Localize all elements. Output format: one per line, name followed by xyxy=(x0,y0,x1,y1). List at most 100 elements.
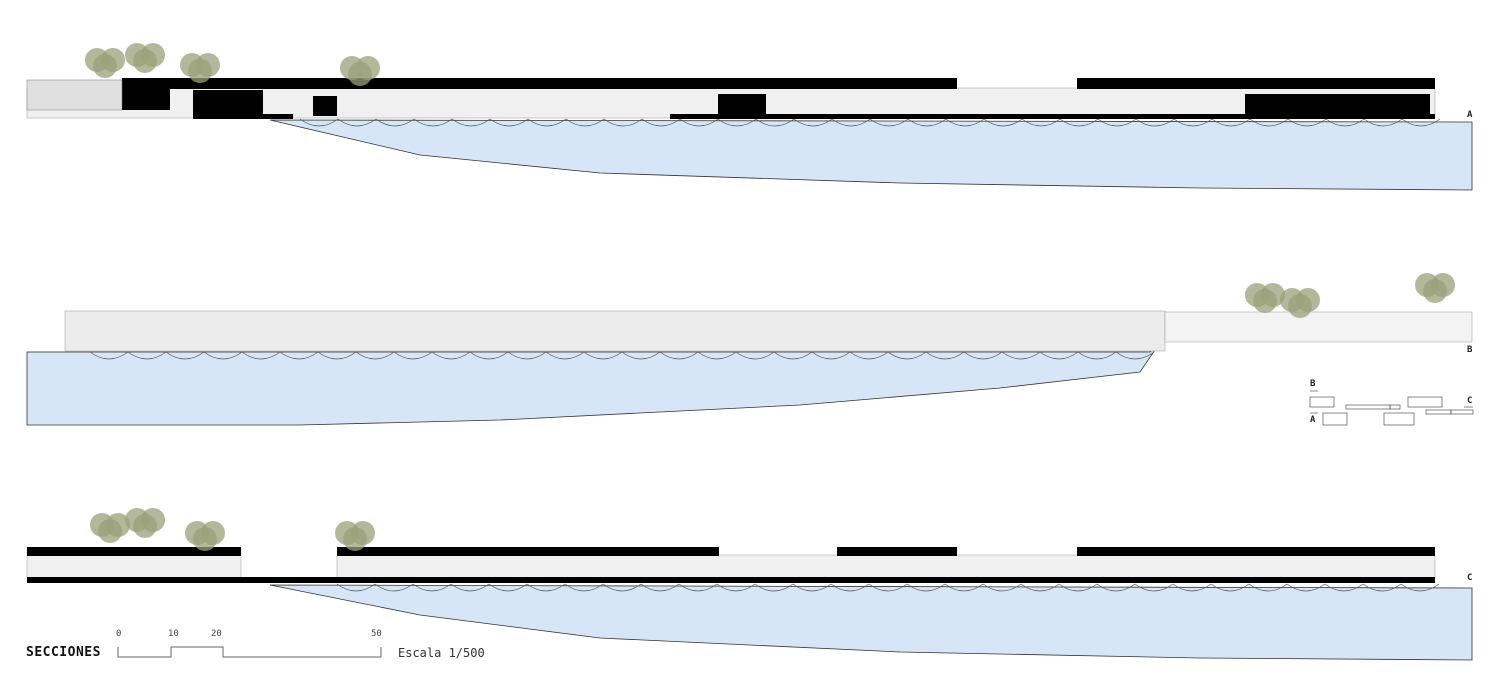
pontoon-arc xyxy=(1115,351,1155,360)
tree-icon xyxy=(1431,273,1455,297)
drawing-title: SECCIONES xyxy=(26,645,101,660)
pontoon-arc xyxy=(735,351,775,360)
pontoon-arc xyxy=(545,351,585,360)
pontoon-arc xyxy=(887,351,927,360)
trees xyxy=(85,43,1455,551)
pontoon-arc xyxy=(811,351,851,360)
tree-icon xyxy=(141,43,165,67)
tree-icon xyxy=(106,513,130,537)
key-plan-label-a: A xyxy=(1310,415,1316,425)
pontoon-arc xyxy=(869,118,909,127)
pontoon-arc xyxy=(527,118,567,127)
key-plan-label-c: C xyxy=(1467,396,1473,406)
pontoon-arc xyxy=(641,118,681,127)
pontoon-arc xyxy=(1134,583,1174,592)
pontoon-arc xyxy=(659,351,699,360)
pontoon-arc xyxy=(393,351,433,360)
pontoon-arc xyxy=(603,118,643,127)
roof-c2 xyxy=(337,547,719,556)
tree-icon xyxy=(1261,283,1285,307)
pontoon-arc xyxy=(1135,118,1175,127)
roof-c4 xyxy=(1077,547,1435,556)
pontoon-arc xyxy=(963,351,1003,360)
pontoon-arc xyxy=(944,583,984,592)
scale-bar xyxy=(117,646,382,658)
terrain-b xyxy=(1164,311,1473,343)
pontoon-arc xyxy=(1058,583,1098,592)
pontoon-arc xyxy=(1249,118,1289,127)
pontoon-arc xyxy=(1096,583,1136,592)
scale-tick-50: 50 xyxy=(371,629,382,639)
pontoon-arc xyxy=(1001,351,1041,360)
pontoon-arc xyxy=(89,351,129,360)
block-a3 xyxy=(313,96,337,116)
pontoon-arc xyxy=(945,118,985,127)
pontoon-arc xyxy=(241,351,281,360)
key-plan-label-b: B xyxy=(1310,379,1316,389)
pontoon-arc xyxy=(488,583,528,592)
pontoon-arc xyxy=(279,351,319,360)
facade-c xyxy=(336,554,1436,579)
tree-icon xyxy=(201,521,225,545)
block-a5 xyxy=(1245,94,1430,116)
pontoon-arc xyxy=(375,118,415,127)
pontoon-arc xyxy=(337,118,377,127)
pontoon-arc xyxy=(793,118,833,127)
pontoon-arc xyxy=(469,351,509,360)
facade-c0 xyxy=(26,554,242,579)
slab-c xyxy=(27,577,1435,583)
pontoon-arc xyxy=(1362,583,1402,592)
roof-a1 xyxy=(122,78,957,89)
pontoons xyxy=(89,118,1441,592)
pontoon-arc xyxy=(451,118,491,127)
pontoon-arc xyxy=(679,118,719,127)
pontoon-arc xyxy=(621,351,661,360)
pontoon-arc xyxy=(831,118,871,127)
pontoon-arc xyxy=(564,583,604,592)
tree-icon xyxy=(1296,288,1320,312)
pontoon-arc xyxy=(906,583,946,592)
pontoon-arc xyxy=(583,351,623,360)
water-a xyxy=(269,119,1473,191)
section-a xyxy=(26,78,1473,191)
pontoon-arc xyxy=(716,583,756,592)
pontoon-arc xyxy=(773,351,813,360)
roof-a2 xyxy=(1077,78,1435,89)
pontoon-arc xyxy=(507,351,547,360)
pontoon-arc xyxy=(1172,583,1212,592)
pontoon-arc xyxy=(1363,118,1403,127)
pontoon-arc xyxy=(489,118,529,127)
pontoon-arc xyxy=(697,351,737,360)
pontoon-arc xyxy=(982,583,1022,592)
box-a0 xyxy=(26,79,123,111)
section-b xyxy=(26,310,1473,426)
pontoon-arc xyxy=(792,583,832,592)
pontoon-arc xyxy=(127,351,167,360)
pontoon-arc xyxy=(1324,583,1364,592)
water-c xyxy=(269,584,1473,661)
key-plan xyxy=(1309,390,1474,426)
pontoon-arc xyxy=(336,583,376,592)
slab-a0 xyxy=(193,114,293,119)
pontoon-arc xyxy=(1077,351,1117,360)
pontoon-arc xyxy=(1211,118,1251,127)
tree-icon xyxy=(356,56,380,80)
pontoon-arc xyxy=(431,351,471,360)
pontoon-arc xyxy=(1039,351,1079,360)
pontoon-arc xyxy=(640,583,680,592)
pontoon-arc xyxy=(317,351,357,360)
facade-b xyxy=(64,310,1166,352)
pontoon-arc xyxy=(925,351,965,360)
pontoon-arc xyxy=(1401,118,1441,127)
pontoon-arc xyxy=(526,583,566,592)
pontoon-arc xyxy=(849,351,889,360)
pontoon-arc xyxy=(602,583,642,592)
pontoon-arc xyxy=(1097,118,1137,127)
pontoon-arc xyxy=(678,583,718,592)
section-label-a: A xyxy=(1467,110,1473,120)
pontoon-arc xyxy=(1248,583,1288,592)
block-a2 xyxy=(193,90,263,116)
pontoon-arc xyxy=(1020,583,1060,592)
section-label-c: C xyxy=(1467,573,1473,583)
